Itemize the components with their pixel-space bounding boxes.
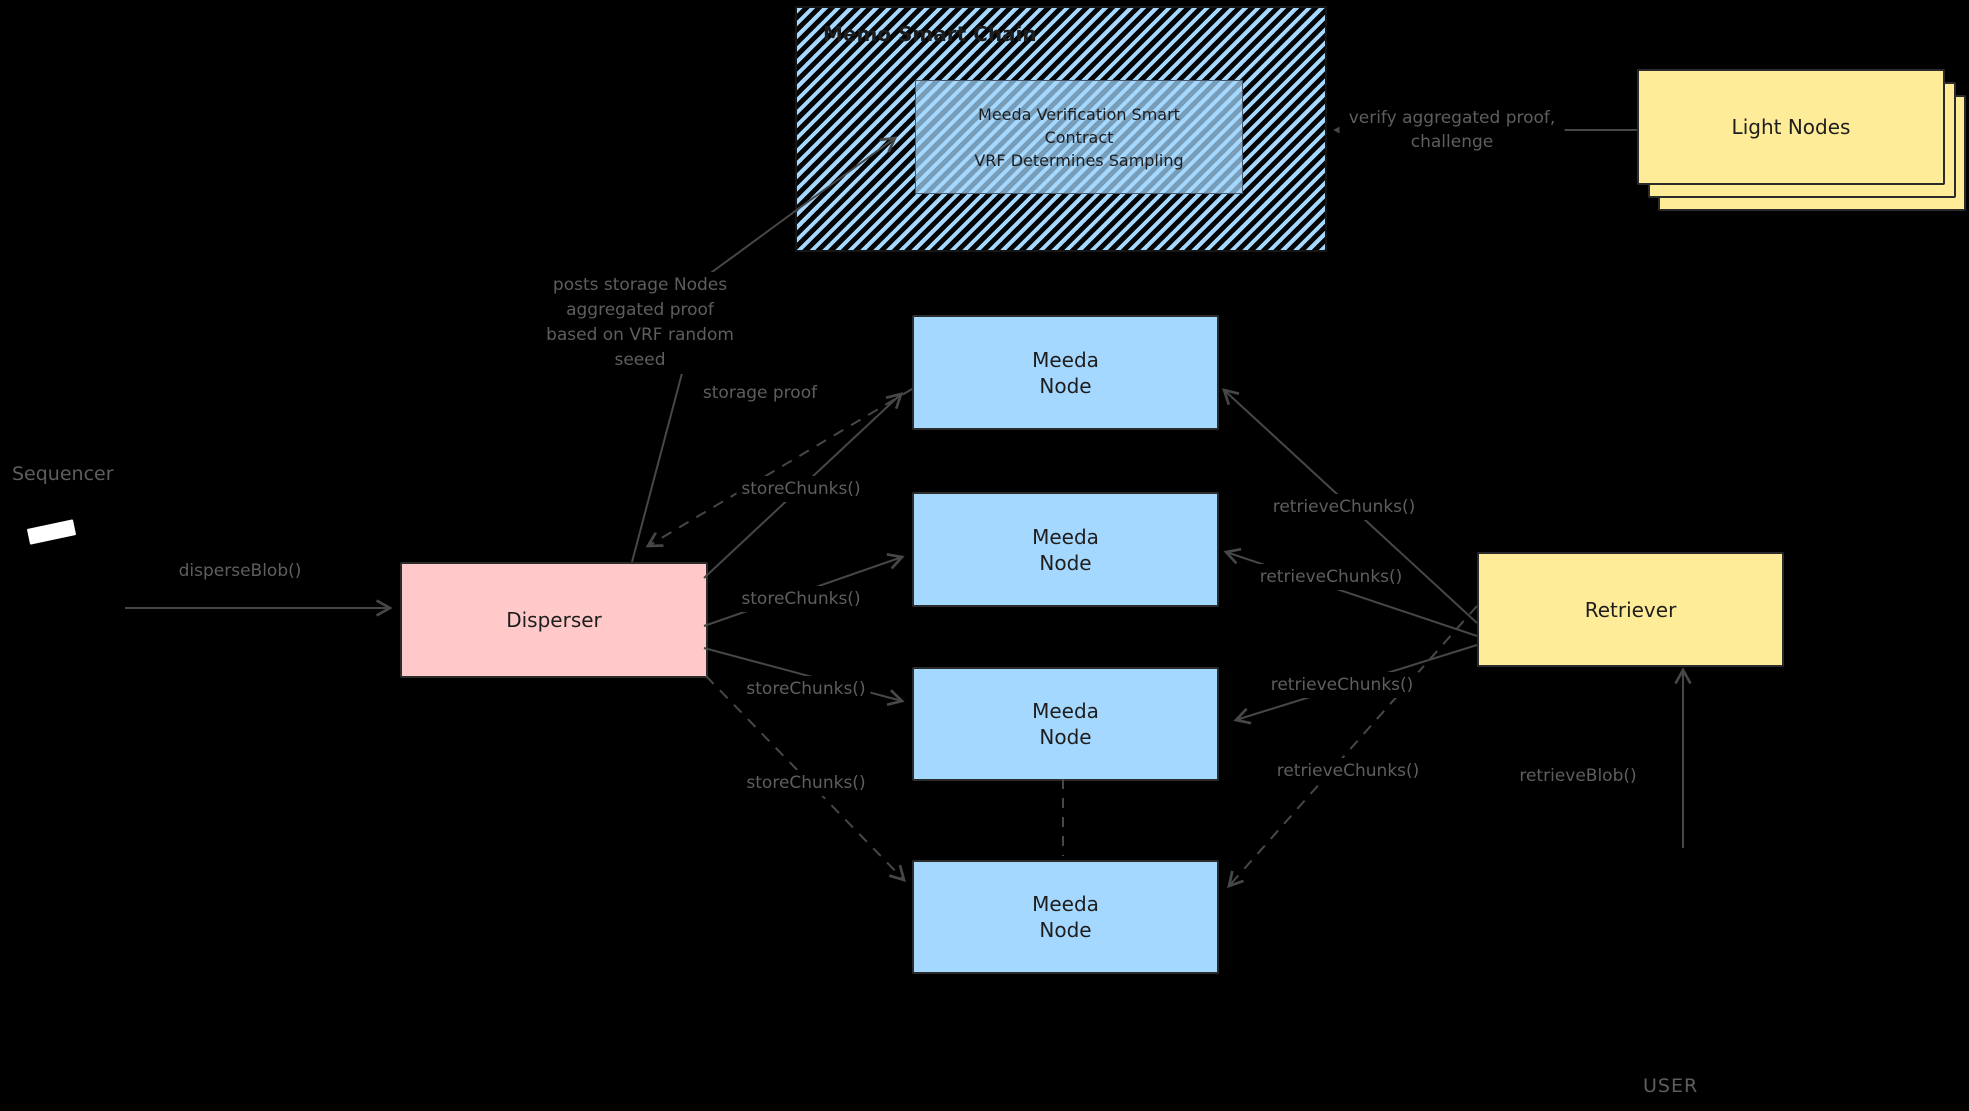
- meeda-node-label: Node: [1039, 725, 1092, 749]
- storage-proof-label: storage proof: [697, 380, 823, 406]
- posts-proof-line: posts storage Nodes: [552, 275, 728, 295]
- chain-title: Memo Smart Chain: [823, 22, 1037, 46]
- meeda-node-label: Meeda: [1032, 892, 1099, 916]
- retrieve-chunks-label-2: retrieveChunks(): [1254, 564, 1408, 590]
- retriever-box: Retriever: [1477, 552, 1784, 667]
- verification-contract-box: Meeda Verification Smart Contract VRF De…: [915, 80, 1243, 194]
- meeda-node-1-box: Meeda Node: [912, 315, 1219, 430]
- memo-smart-chain-box: Memo Smart Chain Meeda Verification Smar…: [795, 6, 1327, 252]
- contract-line: Meeda Verification Smart: [978, 104, 1180, 124]
- store-chunks-label-4: storeChunks(): [741, 770, 871, 796]
- meeda-node-3-box: Meeda Node: [912, 667, 1219, 781]
- sequencer-label: Sequencer: [12, 463, 114, 485]
- retrieve-blob-label: retrieveBlob(): [1514, 763, 1642, 789]
- verify-proof-line: verify aggregated proof,: [1348, 108, 1556, 128]
- meeda-node-label: Meeda: [1032, 699, 1099, 723]
- meeda-node-2-box: Meeda Node: [912, 492, 1219, 607]
- retrieve-chunks-label-3: retrieveChunks(): [1265, 672, 1419, 698]
- store-chunks-label-2: storeChunks(): [736, 586, 866, 612]
- verify-proof-line: challenge: [1410, 132, 1494, 152]
- meeda-node-label: Meeda: [1032, 524, 1099, 549]
- retriever-label: Retriever: [1584, 597, 1677, 622]
- store-chunks-label-3: storeChunks(): [741, 676, 871, 702]
- store-chunks-label-1: storeChunks(): [736, 476, 866, 502]
- contract-line: VRF Determines Sampling: [974, 150, 1184, 170]
- meeda-node-4-box: Meeda Node: [912, 860, 1219, 974]
- posts-proof-line: seeed: [614, 350, 666, 370]
- disperse-blob-label: disperseBlob(): [173, 558, 307, 584]
- meeda-node-label: Meeda: [1032, 347, 1099, 372]
- contract-line: Contract: [1044, 127, 1114, 147]
- light-nodes-label: Light Nodes: [1731, 115, 1851, 139]
- retrieve-chunks-label-1: retrieveChunks(): [1267, 494, 1421, 520]
- disperser-label: Disperser: [506, 608, 602, 632]
- edge-retrieve-chunks-4: [1227, 605, 1478, 889]
- posts-proof-line: based on VRF random: [546, 325, 734, 345]
- disperser-box: Disperser: [400, 562, 708, 678]
- meeda-node-label: Node: [1039, 918, 1092, 942]
- light-nodes-box: Light Nodes: [1637, 69, 1945, 185]
- edge-storage-proof: [645, 388, 913, 548]
- meeda-node-label: Node: [1039, 373, 1092, 398]
- posts-proof-label: posts storage Nodes aggregated proof bas…: [517, 272, 763, 374]
- user-label: USER: [1643, 1075, 1699, 1097]
- posts-proof-line: aggregated proof: [566, 300, 714, 320]
- retrieve-chunks-label-4: retrieveChunks(): [1271, 758, 1425, 784]
- verify-proof-label: verify aggregated proof, challenge: [1339, 105, 1565, 155]
- meeda-node-label: Node: [1039, 550, 1092, 575]
